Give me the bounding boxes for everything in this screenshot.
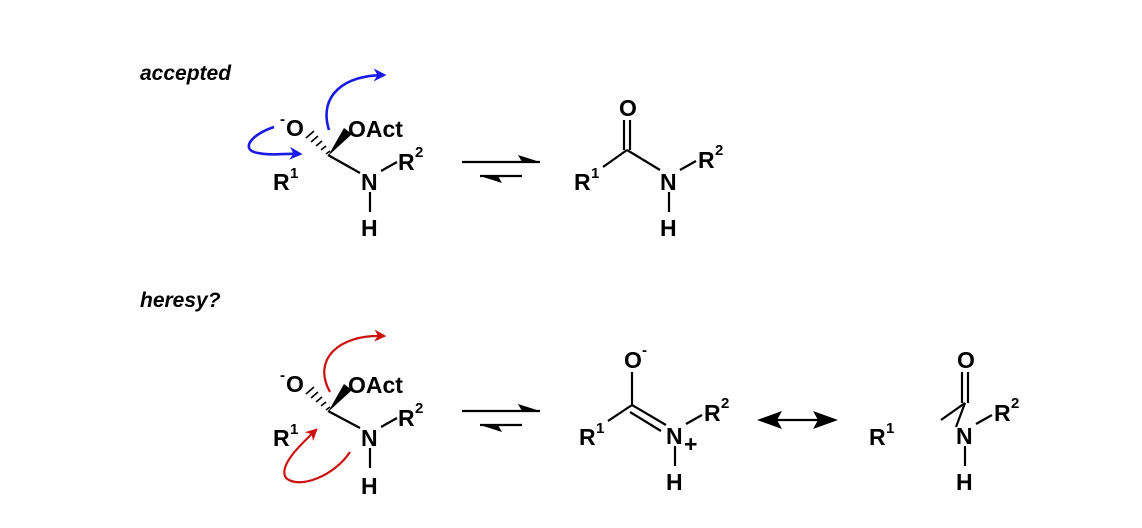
- amide-product-top: O R 1 N H R 2: [574, 95, 723, 241]
- curved-arrow-blue-2: [325, 68, 387, 131]
- subscript-2: 2: [715, 142, 723, 159]
- subscript-2: 2: [1011, 395, 1019, 412]
- atom-r1: R: [574, 169, 591, 195]
- charge-minus: -: [642, 342, 647, 359]
- subscript-2: 2: [415, 400, 423, 417]
- atom-r2: R: [398, 405, 415, 431]
- atom-o: O: [286, 115, 304, 141]
- hashed-bond: [305, 386, 331, 411]
- atom-o: O: [286, 371, 304, 397]
- curved-arrow-blue-1: [247, 125, 303, 160]
- atom-n: N: [666, 423, 683, 449]
- atom-h: H: [666, 469, 683, 495]
- equilibrium-arrows-bottom: [462, 404, 540, 432]
- subscript-2: 2: [721, 395, 729, 412]
- atom-n: N: [361, 425, 378, 451]
- group-oact: OAct: [348, 372, 403, 398]
- wedge-bond: [328, 128, 352, 156]
- atom-r2: R: [698, 147, 715, 173]
- tetrahedral-intermediate-top: - O OAct R 1 N H R 2: [273, 111, 423, 241]
- subscript-2: 2: [415, 144, 423, 161]
- atom-h: H: [956, 469, 973, 495]
- atom-o: O: [619, 95, 637, 121]
- atom-n: N: [956, 423, 973, 449]
- atom-n: N: [660, 169, 677, 195]
- atom-r2: R: [994, 400, 1011, 426]
- atom-o: O: [957, 347, 975, 373]
- amide-product-bottom: O R 1 N H R 2: [869, 347, 1019, 495]
- subscript-1: 1: [290, 165, 298, 182]
- equilibrium-arrows-top: [462, 155, 540, 183]
- atom-r1: R: [273, 425, 290, 451]
- atom-r1: R: [273, 169, 290, 195]
- hashed-bond: [305, 130, 331, 155]
- charge-minus: -: [280, 111, 285, 128]
- atom-h: H: [660, 215, 677, 241]
- label-heresy: heresy?: [140, 289, 221, 312]
- charge-minus: -: [280, 367, 285, 384]
- wedge-bond: [328, 384, 352, 412]
- label-accepted: accepted: [140, 62, 232, 85]
- atom-h: H: [361, 215, 378, 241]
- curved-arrow-red-1: [323, 329, 387, 393]
- curved-arrow-red-2: [283, 428, 351, 484]
- subscript-1: 1: [591, 165, 599, 182]
- atom-o: O: [624, 347, 642, 373]
- subscript-1: 1: [886, 420, 894, 437]
- group-oact: OAct: [348, 116, 403, 142]
- tetrahedral-intermediate-bottom: - O OAct R 1 N H R 2: [273, 367, 423, 499]
- charge-plus: +: [684, 431, 697, 457]
- atom-h: H: [361, 473, 378, 499]
- resonance-arrow: [757, 411, 838, 429]
- subscript-1: 1: [596, 420, 604, 437]
- atom-r1: R: [579, 424, 596, 450]
- atom-r2: R: [704, 400, 721, 426]
- atom-r1: R: [869, 424, 886, 450]
- atom-r2: R: [398, 149, 415, 175]
- atom-n: N: [361, 169, 378, 195]
- iminium-resonance-form: O - R 1 N + H R 2: [579, 342, 729, 495]
- subscript-1: 1: [290, 421, 298, 438]
